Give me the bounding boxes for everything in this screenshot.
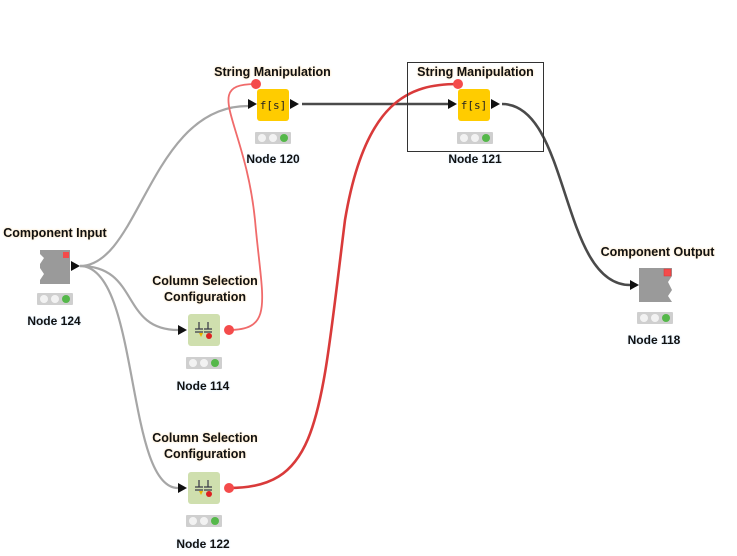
connection-124-to-120[interactable] (79, 104, 249, 268)
string-manipulation-node[interactable]: f[s] (458, 89, 490, 121)
string-manipulation-icon: f[s] (460, 98, 488, 112)
node-title-line1: Column Selection (152, 431, 258, 445)
column-selection-configuration-node[interactable] (188, 472, 220, 504)
status-light-executed (210, 517, 219, 525)
status-light-executed (61, 295, 70, 303)
connection-124-to-122[interactable] (79, 264, 179, 490)
connection-121-to-118[interactable] (501, 102, 631, 287)
status-light (189, 517, 198, 525)
flow-variable-port-120[interactable] (251, 79, 261, 89)
output-port-arrow-120 (290, 99, 299, 109)
node-caption[interactable]: Node 122 (176, 537, 230, 551)
lock-icon (663, 268, 672, 277)
output-port-arrow-124 (71, 261, 80, 271)
node-title-line2: Configuration (164, 290, 246, 304)
status-light (40, 295, 49, 303)
node-title: Component Output (600, 245, 715, 259)
node-status-indicator (186, 357, 222, 369)
flow-variable-out-port-114[interactable] (224, 325, 234, 335)
node-status-indicator (37, 293, 73, 305)
selection-frame (407, 62, 544, 152)
node-title-line2: Configuration (164, 447, 246, 461)
node-caption[interactable]: Node 124 (27, 314, 81, 328)
status-light (268, 134, 277, 142)
column-selection-icon (195, 480, 212, 497)
node-caption[interactable]: Node 121 (448, 152, 502, 166)
status-light (460, 134, 469, 142)
flow-variable-port-121[interactable] (453, 79, 463, 89)
node-title: Component Input (3, 226, 107, 240)
component-output-icon[interactable] (639, 268, 672, 302)
component-input-icon[interactable] (40, 250, 70, 284)
status-light (470, 134, 479, 142)
node-caption[interactable]: Node 118 (627, 333, 681, 347)
status-light-executed (481, 134, 490, 142)
status-light-executed (661, 314, 670, 322)
status-light (199, 359, 208, 367)
status-light (189, 359, 198, 367)
node-title-line1: Column Selection (152, 274, 258, 288)
node-caption[interactable]: Node 114 (176, 379, 230, 393)
output-port-arrow-121 (491, 99, 500, 109)
input-port-arrow-114 (178, 325, 187, 335)
status-light (640, 314, 649, 322)
node-status-indicator (457, 132, 493, 144)
node-status-indicator (255, 132, 291, 144)
column-selection-configuration-node[interactable] (188, 314, 220, 346)
status-light (199, 517, 208, 525)
node-title: String Manipulation (417, 65, 534, 79)
lock-icon (63, 252, 69, 258)
status-light (258, 134, 267, 142)
status-light (50, 295, 59, 303)
input-port-arrow-122 (178, 483, 187, 493)
input-port-arrow-121 (448, 99, 457, 109)
node-status-indicator (637, 312, 673, 324)
flow-connection-122-to-121[interactable] (228, 82, 459, 490)
column-selection-icon (195, 322, 212, 339)
node-caption[interactable]: Node 120 (246, 152, 300, 166)
status-light-executed (279, 134, 288, 142)
connection-124-to-114[interactable] (79, 264, 179, 332)
flow-variable-out-port-122[interactable] (224, 483, 234, 493)
flow-connection-114-to-120[interactable] (227, 83, 264, 331)
input-port-arrow-120 (248, 99, 257, 109)
status-light-executed (210, 359, 219, 367)
status-light (650, 314, 659, 322)
string-manipulation-node[interactable]: f[s] (257, 89, 289, 121)
string-manipulation-icon: f[s] (259, 98, 287, 112)
node-status-indicator (186, 515, 222, 527)
node-title: String Manipulation (214, 65, 331, 79)
input-port-arrow-118 (630, 280, 639, 290)
